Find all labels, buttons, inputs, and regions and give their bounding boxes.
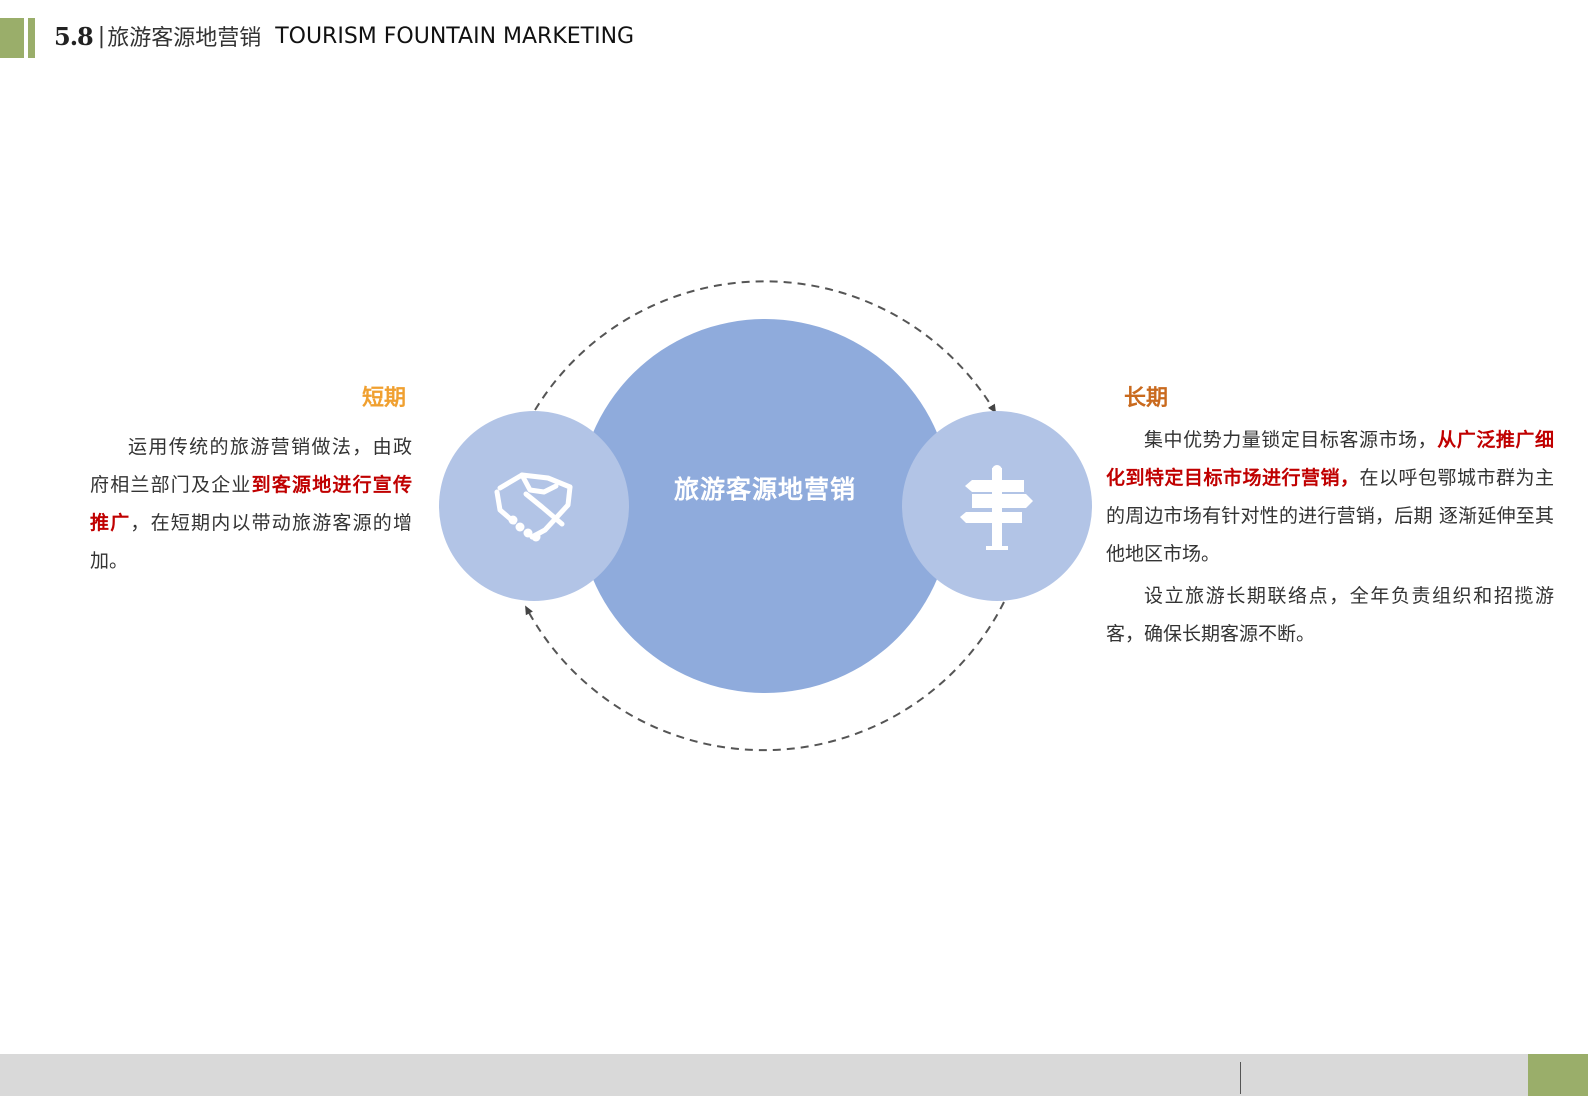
cycle-arc-bottom: [525, 601, 1005, 752]
handshake-icon: [494, 472, 573, 542]
footer-accent-block: [1528, 1054, 1588, 1096]
short-term-text-part2: ，在短期内以带动旅游客源的增加。: [90, 512, 412, 572]
cycle-arc-top: [534, 280, 997, 414]
center-circle: [578, 319, 952, 693]
long-term-paragraph-2: 设立旅游长期联络点，全年负责组织和招揽游客，确保长期客源不断。: [1106, 585, 1554, 645]
title-english: TOURISM FOUNTAIN MARKETING: [275, 23, 635, 49]
section-number: 5.8: [54, 21, 94, 51]
center-label: 旅游客源地营销: [673, 475, 856, 504]
short-term-highlight: 到客源地进行宣传推广: [90, 474, 412, 534]
long-term-p1-part2: 在以呼包鄂城市群为主的周边市场有针对性的进行营销，后期 逐渐延伸至其他地区市场。: [1106, 467, 1554, 565]
header-accent-bar-thin: [28, 18, 35, 58]
signpost-icon: [960, 465, 1033, 550]
title-separator: |: [97, 23, 106, 49]
header-accent-bar: [0, 18, 24, 58]
footer-divider: [1240, 1062, 1241, 1094]
long-term-p1-part1: 集中优势力量锁定目标客源市场，: [1144, 429, 1438, 451]
short-term-text-part1: 运用传统的旅游营销做法，由政府相兰部门及企业: [90, 436, 412, 496]
short-term-heading: 短期: [361, 385, 406, 411]
title-chinese: 旅游客源地营销: [107, 26, 262, 51]
short-term-circle: [439, 411, 629, 601]
long-term-highlight: 从广泛推广细化到特定目标市场进行营销，: [1106, 429, 1554, 489]
long-term-heading: 长期: [1124, 385, 1169, 411]
long-term-text: 集中优势力量锁定目标客源市场，从广泛推广细化到特定目标市场进行营销，在以呼包鄂城…: [1106, 421, 1554, 657]
long-term-paragraph-1: 集中优势力量锁定目标客源市场，从广泛推广细化到特定目标市场进行营销，在以呼包鄂城…: [1106, 421, 1554, 573]
page-title: 5.8 | 旅游客源地营销 TOURISM FOUNTAIN MARKETING: [54, 18, 634, 54]
footer-bar: [0, 1054, 1588, 1096]
short-term-text: 运用传统的旅游营销做法，由政府相兰部门及企业到客源地进行宣传推广，在短期内以带动…: [90, 428, 412, 580]
